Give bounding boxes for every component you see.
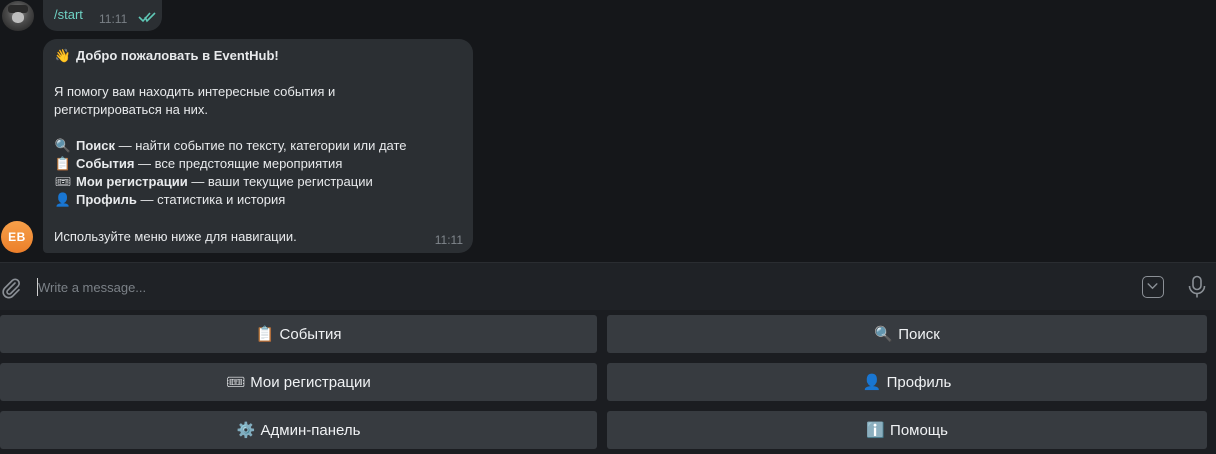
greeting-line: 👋 Добро пожаловать в EventHub! <box>54 47 279 65</box>
search-button-label: Поиск <box>898 325 940 343</box>
bot-avatar-initials: EB <box>8 230 26 244</box>
search-button[interactable]: 🔍 Поиск <box>607 315 1207 353</box>
profile-button-label: Профиль <box>886 373 952 391</box>
footer-text: Используйте меню ниже для навигации. <box>54 229 297 244</box>
admin-panel-button-label: Админ-панель <box>260 421 361 439</box>
outgoing-message[interactable]: /start 11:11 <box>43 0 162 31</box>
ticket-icon: 🎟 <box>54 174 72 189</box>
clipboard-icon: 📋 <box>54 156 72 171</box>
outgoing-message-text: /start <box>54 7 83 22</box>
incoming-message-time: 11:11 <box>434 233 463 247</box>
keyboard-toggle-icon[interactable] <box>1142 276 1164 298</box>
message-composer <box>0 262 1216 310</box>
my-registrations-button[interactable]: 🎟Мои регистрации <box>0 363 597 401</box>
intro-line-2: регистрироваться на них. <box>54 102 209 117</box>
feature-registrations: 🎟Мои регистрации — ваши текущие регистра… <box>54 174 373 189</box>
bot-welcome-message[interactable]: 👋 Добро пожаловать в EventHub! Я помогу в… <box>43 39 473 253</box>
outgoing-message-time: 11:11 <box>99 12 128 26</box>
attach-icon[interactable] <box>1 277 21 299</box>
reply-keyboard: 📋События 🔍 Поиск 🎟Мои регистрации 👤Профил… <box>0 310 1216 454</box>
feature-search: 🔍Поиск — найти событие по тексту, катего… <box>54 138 407 153</box>
gear-icon: ⚙️ <box>236 422 256 439</box>
magnifier-icon: 🔍 <box>54 138 72 153</box>
user-silhouette-icon: 👤 <box>54 192 72 207</box>
feature-events: 📋События — все предстоящие мероприятия <box>54 156 343 171</box>
chat-history: /start 11:11 EB 👋 Добро пожаловать в Even… <box>1 0 473 253</box>
help-button-label: Помощь <box>890 421 948 439</box>
events-button[interactable]: 📋События <box>0 315 597 353</box>
bot-avatar[interactable]: EB <box>1 221 33 253</box>
message-input[interactable] <box>38 274 1038 300</box>
clipboard-icon: 📋 <box>255 326 275 343</box>
waving-hand-icon: 👋 <box>54 48 72 63</box>
feature-profile: 👤Профиль — статистика и история <box>54 192 286 207</box>
events-button-label: События <box>279 325 342 343</box>
my-registrations-button-label: Мои регистрации <box>250 373 371 391</box>
double-check-icon <box>138 12 156 23</box>
microphone-icon[interactable] <box>1187 275 1207 299</box>
admin-panel-button[interactable]: ⚙️Админ-панель <box>0 411 597 449</box>
greeting-text: Добро пожаловать в EventHub! <box>76 48 279 63</box>
user-avatar[interactable] <box>2 1 34 31</box>
magnifier-icon: 🔍 <box>874 326 893 343</box>
profile-button[interactable]: 👤Профиль <box>607 363 1207 401</box>
text-caret <box>37 278 38 296</box>
info-icon: ℹ️ <box>866 422 885 439</box>
ticket-icon: 🎟 <box>226 374 246 391</box>
intro-line-1: Я помогу вам находить интересные события… <box>54 84 336 99</box>
help-button[interactable]: ℹ️ Помощь <box>607 411 1207 449</box>
user-silhouette-icon: 👤 <box>862 374 882 391</box>
